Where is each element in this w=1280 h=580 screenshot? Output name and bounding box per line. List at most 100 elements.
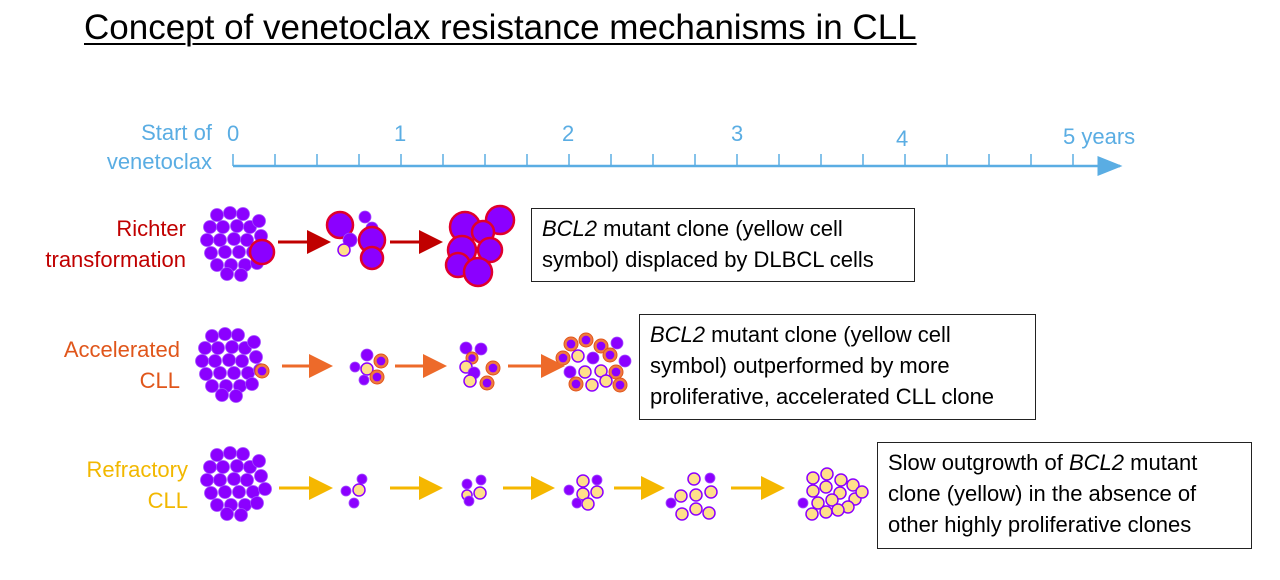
cll-cell	[200, 233, 214, 247]
cll-cell	[356, 473, 368, 485]
refractory-text-post: mutant	[1124, 450, 1198, 475]
mutant-cell	[689, 488, 703, 502]
cll-cell	[571, 497, 583, 509]
row-label-refractory-line1: Refractory	[86, 457, 188, 482]
mutant-cell	[599, 374, 613, 388]
cll-cell	[459, 341, 473, 355]
cll-cell	[227, 232, 241, 246]
row-label-accelerated: Accelerated CLL	[0, 334, 180, 396]
cll-cell	[205, 329, 219, 343]
page-title: Concept of venetoclax resistance mechani…	[84, 8, 917, 47]
cll-cell	[252, 454, 266, 468]
cll-cell	[358, 210, 372, 224]
accelerated-cell-nucleus	[605, 350, 615, 360]
mutant-cell	[590, 485, 604, 499]
cll-cell	[227, 472, 241, 486]
cll-cell	[340, 485, 352, 497]
cll-cell	[216, 220, 230, 234]
mutant-cell	[834, 473, 848, 487]
accelerated-cell-nucleus	[257, 366, 267, 376]
refractory-text-pre: Slow outgrowth of	[888, 450, 1069, 475]
accelerated-cell-nucleus	[488, 363, 498, 373]
cll-cell	[349, 361, 361, 373]
dlbcl-cell	[476, 236, 504, 264]
mutant-cell	[576, 474, 590, 488]
dlbcl-cell	[462, 256, 494, 288]
cll-cell	[222, 353, 236, 367]
row-label-accelerated-line1: Accelerated	[63, 337, 180, 362]
accelerated-cell-nucleus	[611, 367, 621, 377]
richter-gene: BCL2	[542, 216, 598, 241]
cll-cell	[215, 388, 229, 402]
cll-cell	[252, 214, 266, 228]
accelerated-cell-nucleus	[376, 356, 386, 366]
cll-cell	[231, 328, 245, 342]
cll-cell	[240, 473, 254, 487]
mutant-cell	[352, 483, 366, 497]
mutant-cell	[702, 506, 716, 520]
cll-cell	[218, 485, 232, 499]
cells-layer	[195, 204, 869, 522]
mutant-cell	[820, 467, 834, 481]
timeline-start-label: Start of venetoclax	[80, 118, 212, 176]
accelerated-cell-nucleus	[581, 335, 591, 345]
cll-cell	[210, 498, 224, 512]
accelerated-cell-nucleus	[566, 339, 576, 349]
cll-cell	[232, 245, 246, 259]
cll-cell	[198, 341, 212, 355]
cll-cell	[240, 233, 254, 247]
cll-cell	[225, 340, 239, 354]
mutant-cell	[689, 502, 703, 516]
cll-cell	[199, 367, 213, 381]
accelerated-cell-nucleus	[372, 372, 382, 382]
row-label-richter-line1: Richter	[116, 216, 186, 241]
timeline-start-label-line1: Start of	[141, 120, 212, 145]
accelerated-text-3: proliferative, accelerated CLL clone	[650, 384, 995, 409]
timeline-axis	[232, 154, 1123, 176]
mutant-cell	[337, 243, 351, 257]
row-label-refractory: Refractory CLL	[0, 454, 188, 516]
cll-cell	[213, 233, 227, 247]
cll-cell	[463, 495, 475, 507]
richter-description-box: BCL2 mutant clone (yellow cell symbol) d…	[531, 208, 915, 282]
cll-cell	[247, 335, 261, 349]
mutant-cell	[571, 349, 585, 363]
cll-cell	[591, 474, 603, 486]
richter-text-1: mutant clone (yellow cell	[597, 216, 843, 241]
cll-cell	[213, 473, 227, 487]
cll-cell	[203, 220, 217, 234]
cll-cell	[475, 474, 487, 486]
cll-cell	[797, 497, 809, 509]
cll-cell	[236, 207, 250, 221]
cll-cell	[227, 366, 241, 380]
accelerated-text-1: mutant clone (yellow cell	[705, 322, 951, 347]
accelerated-cell-nucleus	[615, 380, 625, 390]
row-label-richter-line2: transformation	[45, 247, 186, 272]
cll-cell	[236, 447, 250, 461]
cll-cell	[220, 507, 234, 521]
cll-cell	[218, 245, 232, 259]
cll-cell	[211, 341, 225, 355]
cll-cell	[210, 258, 224, 272]
tick-label-4: 4	[896, 126, 909, 151]
cll-cell	[563, 365, 577, 379]
mutant-cell	[819, 480, 833, 494]
cll-cell	[210, 448, 224, 462]
cll-cell	[216, 460, 230, 474]
accelerated-text-2: symbol) outperformed by more	[650, 353, 950, 378]
accelerated-description-box: BCL2 mutant clone (yellow cell symbol) o…	[639, 314, 1036, 420]
cll-cell	[213, 366, 227, 380]
cll-cell	[358, 374, 370, 386]
cll-cell	[618, 354, 632, 368]
cll-cell	[223, 446, 237, 460]
accelerated-cell-nucleus	[558, 353, 568, 363]
cll-cell	[258, 482, 272, 496]
mutant-cell	[360, 362, 374, 376]
richter-text-2: symbol) displaced by DLBCL cells	[542, 247, 874, 272]
cll-cell	[234, 268, 248, 282]
mutant-cell	[846, 478, 860, 492]
cll-cell	[474, 342, 488, 356]
cll-cell	[234, 508, 248, 522]
mutant-cell	[831, 503, 845, 517]
mutant-cell	[855, 485, 869, 499]
